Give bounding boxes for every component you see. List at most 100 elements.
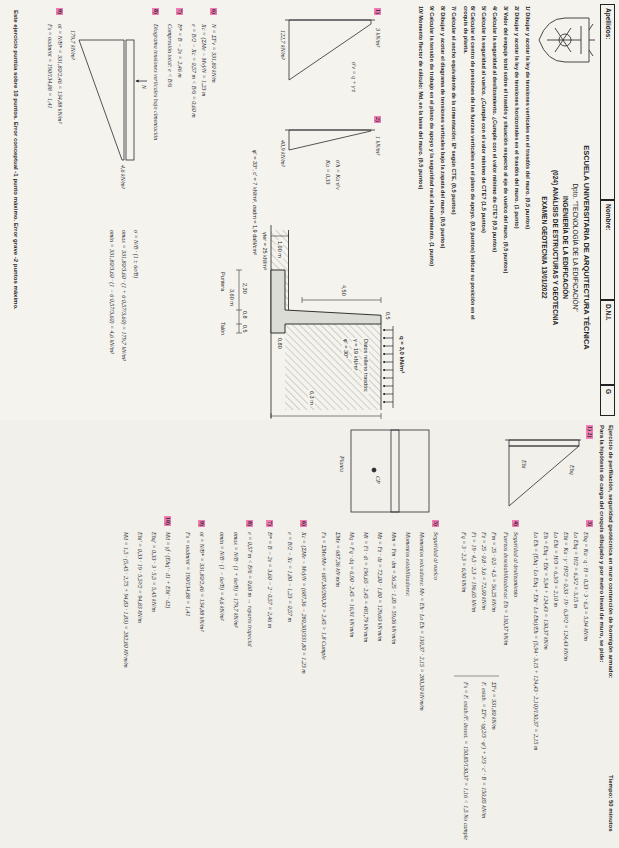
printed-label: 9/ Calcular la tensión de trabajo en el … [428,6,435,266]
handwritten-note: N [140,85,147,89]
stress-diagram-sketch [79,20,375,160]
section-number: 7) [176,8,183,15]
handwritten-note: ΣMe = 687,36 kN·m/m [334,532,341,587]
handwritten-note: Mm = Fm · dm = 56,25 · 1,05 = 59,06 kN·m… [390,532,397,644]
handwritten-note: Ehq' = 0,33 · 3 · 5,5 = 5,45 kN/m [150,532,157,612]
handwritten-note: Fm = 25 · 0,5 · 4,5 = 56,25 kN/m [490,532,497,612]
printed-label: (024) ANÁLISIS DE ESTRUCTURAS Y GEOTECNI… [551,80,559,415]
handwritten-note: Compresión total: e < B/6 [166,24,173,87]
printed-label: INGENIERÍA DE LA EDIFICACIÓN [561,80,569,415]
section-number: 10) [164,516,171,526]
handwritten-note: 3 kN/m² [374,28,381,47]
retaining-wall [271,270,381,333]
section-number: 6) [210,8,217,15]
surcharge-arrows [383,386,393,387]
handwritten-note: B* = B − 2e = 3,60 − 2 · 0,57 = 2,46 m [266,532,273,628]
plan-sketch [351,430,429,512]
field-label: Apellidos: [605,8,612,39]
handwritten-note: e = B/2 − Xc = 0,57 m < B/6 = 0,60 m [190,24,197,118]
handwritten-note: F. estab. = ΣFv · tg(2/3 · φ') + 2/3 · c… [480,682,487,842]
logo-crest [559,34,571,46]
printed-label: Talón [219,322,226,335]
printed-label: 4/ Calcular la seguridad al deslizamient… [491,6,498,252]
handwritten-note: CP [374,475,381,485]
stress-diagram-sketch [126,40,134,160]
section-number: 8) [246,520,253,527]
handwritten-note: Fs = σadm/σt = 190/134,88 = 1,41 [46,24,53,108]
handwritten-note: 1 kN/m² [374,136,381,155]
dimension-lines [236,233,381,419]
handwritten-note: Momentos volcadores: Mv = Eh · Lo Eh = 1… [418,532,425,711]
printed-label: 6,3 m [308,390,315,406]
logo-crest [539,18,589,62]
handwritten-note: Fs = F. estab./F. desest. = 150,85/130,3… [462,682,469,842]
logo-crest [589,24,595,56]
handwritten-note: Xc = (ΣMe − Mv)/N = 1,23 m [200,24,207,96]
handwritten-note: σ = N/B · (1 ± 6e/B) [132,230,139,278]
stress-diagram-sketch [289,130,371,150]
header-field: Nombre: [600,200,615,300]
handwritten-note: Fs = σadm/σt = 190/134,88 = 1,41 [184,532,191,616]
handwritten-note: Ft = 19 · 4,5 · 2,3 = 196,65 kN/m [470,532,477,612]
printed-label: 0,5 [241,325,248,333]
section-number: 8) [152,8,159,15]
handwritten-note: N = ΣFv = 331,80 kN/m [210,24,217,83]
printed-label: 6/ Calcular el centro de presiones de la… [463,6,476,336]
retaining-wall [271,270,381,333]
backfill-soil [381,324,382,410]
school-heading: ESCUELA UNIVERSITARIA DE ARQUITECTURA TÉ… [582,80,591,415]
handwritten-note: e = 0,57 m < B/6 = 0,60 m → reparto trap… [246,532,253,647]
section-number: 7) [266,520,273,527]
handwritten-note: Eh = Ehq + Eht = 5,94 + 124,43 = 130,37 … [542,532,549,650]
handwritten-note: σmin = 331,80/3,60 · (1 − 6·0,57/3,60) =… [108,230,115,354]
surcharge-arrows [383,338,393,339]
section-number: 5) [432,520,439,527]
handwritten-note: Xc = (ΣMe − Mv)/N = (687,36 − 280,30)/33… [300,532,307,674]
plan-sketch [372,468,376,472]
handwritten-note: ΣFv = 331,80 kN/m [490,682,497,730]
handwritten-note: Seguridad al vuelco [432,532,439,580]
section-number: 9) [198,520,205,527]
printed-label: 10/ Momento flector de cálculo: Md, en l… [417,6,424,189]
printed-label: φ' = 33°, c' = 7 kN/m², σadm = 1,9 daN/c… [251,150,258,255]
printed-label: 5/ Calcular la seguridad al vuelco. ¿Cum… [480,6,487,233]
printed-label: Tiempo: 50 minutos [607,775,614,832]
printed-label: 1/ Dibujar y acotar la ley de tensiones … [524,6,531,229]
handwritten-note: Fz = 25 · 0,8 · 3,6 = 72,00 kN/m [480,532,487,610]
handwritten-note: Seguridad al deslizamiento [512,532,519,597]
header-field: D.N.I. [600,300,615,385]
pressure-diagram-sketch [505,440,581,506]
handwritten-note: Ehq = Ka · q · H = 0,33 · 3 · 6,3 = 5,94… [582,532,589,641]
surcharge-arrows [383,378,393,379]
plan-sketch [391,430,399,512]
handwritten-note: Fuerzas desestabilizadoras: Eh = 130,37 … [502,532,509,645]
handwritten-note: Ka = 0,33 [324,160,331,185]
printed-label: 4,50 [340,284,347,297]
field-label: D.N.I. [605,304,612,321]
handwritten-note: σt = N/B* = 331,80/2,46 = 134,88 kN/m² [56,24,63,123]
pressure-diagram-sketch [509,440,579,446]
printed-label: 8/ Dibujar y acotar el diagrama de tensi… [439,6,446,248]
handwritten-note: Eht' = 0,33 · 19 · 5,5²/2 = 94,83 kN/m [136,532,143,623]
handwritten-note: Lo Eh = (Ehq · Lo Ehq + Eht · Lo Eht)/Eh… [532,532,539,842]
surcharge-arrows [383,346,393,347]
handwritten-note: 4,6 kN/m² [119,165,126,188]
printed-label: γ = 19 kN/m³ [352,338,359,371]
handwritten-note: Md = γf · (Ehq' · d1 + Eht' · d2) [164,532,171,608]
front-soil [288,230,289,310]
handwritten-note: 122,7 kN/m² [279,30,286,59]
handwritten-note: Eht = Ka · γ · H²/2 = 0,33 · 19 · 6,3²/2… [562,532,569,661]
handwritten-note: σt = N/B* = 331,80/2,46 = 134,88 kN/m² [198,532,205,631]
header-field: Apellidos: [600,4,615,200]
handwritten-note: 40,9 kN/m² [279,140,286,166]
printed-label: 3,60 m [228,289,235,306]
printed-label: γter = 25 kN/m³ [261,232,268,270]
handwritten-note: Eht [520,460,527,468]
logo-crest [539,18,595,62]
bracket-line [454,676,499,677]
field-label: G [605,389,612,394]
backfill-soil [285,324,381,410]
section-number: 9) [56,8,63,15]
printed-label: Datos relleno trasdós: [362,338,369,394]
surcharge-arrows [383,326,393,408]
